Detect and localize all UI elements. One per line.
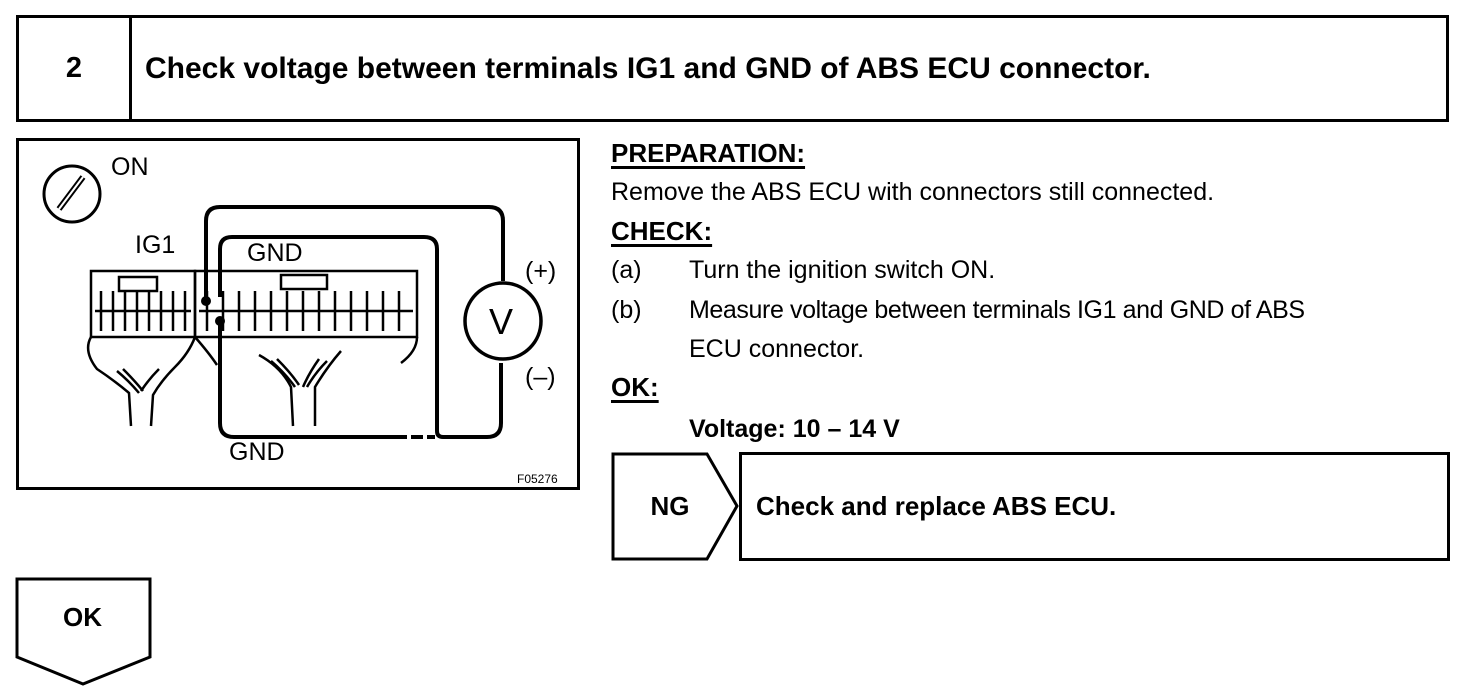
- ok-label: OK: [63, 601, 102, 632]
- ng-arrow-box: [611, 452, 739, 561]
- gnd-wire-top: [218, 235, 503, 439]
- ig1-terminal-label: IG1: [135, 231, 176, 259]
- gnd-bottom-label: GND: [229, 438, 285, 466]
- check-item-b-text: Measure voltage between terminals IG1 an…: [689, 296, 1305, 324]
- gnd-wire-bottom: [218, 319, 407, 439]
- right-connector: [193, 269, 419, 339]
- preparation-text: Remove the ABS ECU with connectors still…: [611, 178, 1215, 206]
- connector-illustration: [42, 164, 543, 439]
- left-connector: [89, 269, 197, 339]
- ok-spec: Voltage: 10 – 14 V: [689, 415, 900, 443]
- ok-arrow-box: [15, 577, 152, 686]
- ig1-wire: [204, 205, 505, 297]
- ng-label: NG: [650, 491, 690, 521]
- step-header: 2 Check voltage between terminals IG1 an…: [16, 15, 1449, 122]
- check-item-a-text: Turn the ignition switch ON.: [689, 256, 996, 284]
- ignition-on-label: ON: [111, 153, 149, 181]
- wiring-diagram: ON IG1 GND GND (+) (–) V F05276: [16, 138, 580, 490]
- ng-action-box: Check and replace ABS ECU.: [739, 452, 1450, 561]
- gnd-top-label: GND: [247, 239, 303, 267]
- step-title: Check voltage between terminals IG1 and …: [145, 51, 1151, 85]
- voltmeter-symbol: V: [489, 301, 514, 342]
- check-item-b-marker: (b): [611, 296, 642, 324]
- minus-label: (–): [525, 363, 556, 391]
- preparation-heading: PREPARATION:: [611, 138, 806, 168]
- check-item-a-marker: (a): [611, 256, 642, 284]
- plus-label: (+): [525, 257, 557, 285]
- ok-heading: OK:: [611, 372, 659, 402]
- figure-code: F05276: [517, 472, 558, 486]
- voltmeter-icon: [463, 281, 543, 361]
- ignition-switch-icon: [42, 164, 102, 224]
- check-heading: CHECK:: [611, 216, 713, 246]
- check-item-b-text-cont: ECU connector.: [689, 335, 865, 363]
- step-number: 2: [19, 18, 132, 119]
